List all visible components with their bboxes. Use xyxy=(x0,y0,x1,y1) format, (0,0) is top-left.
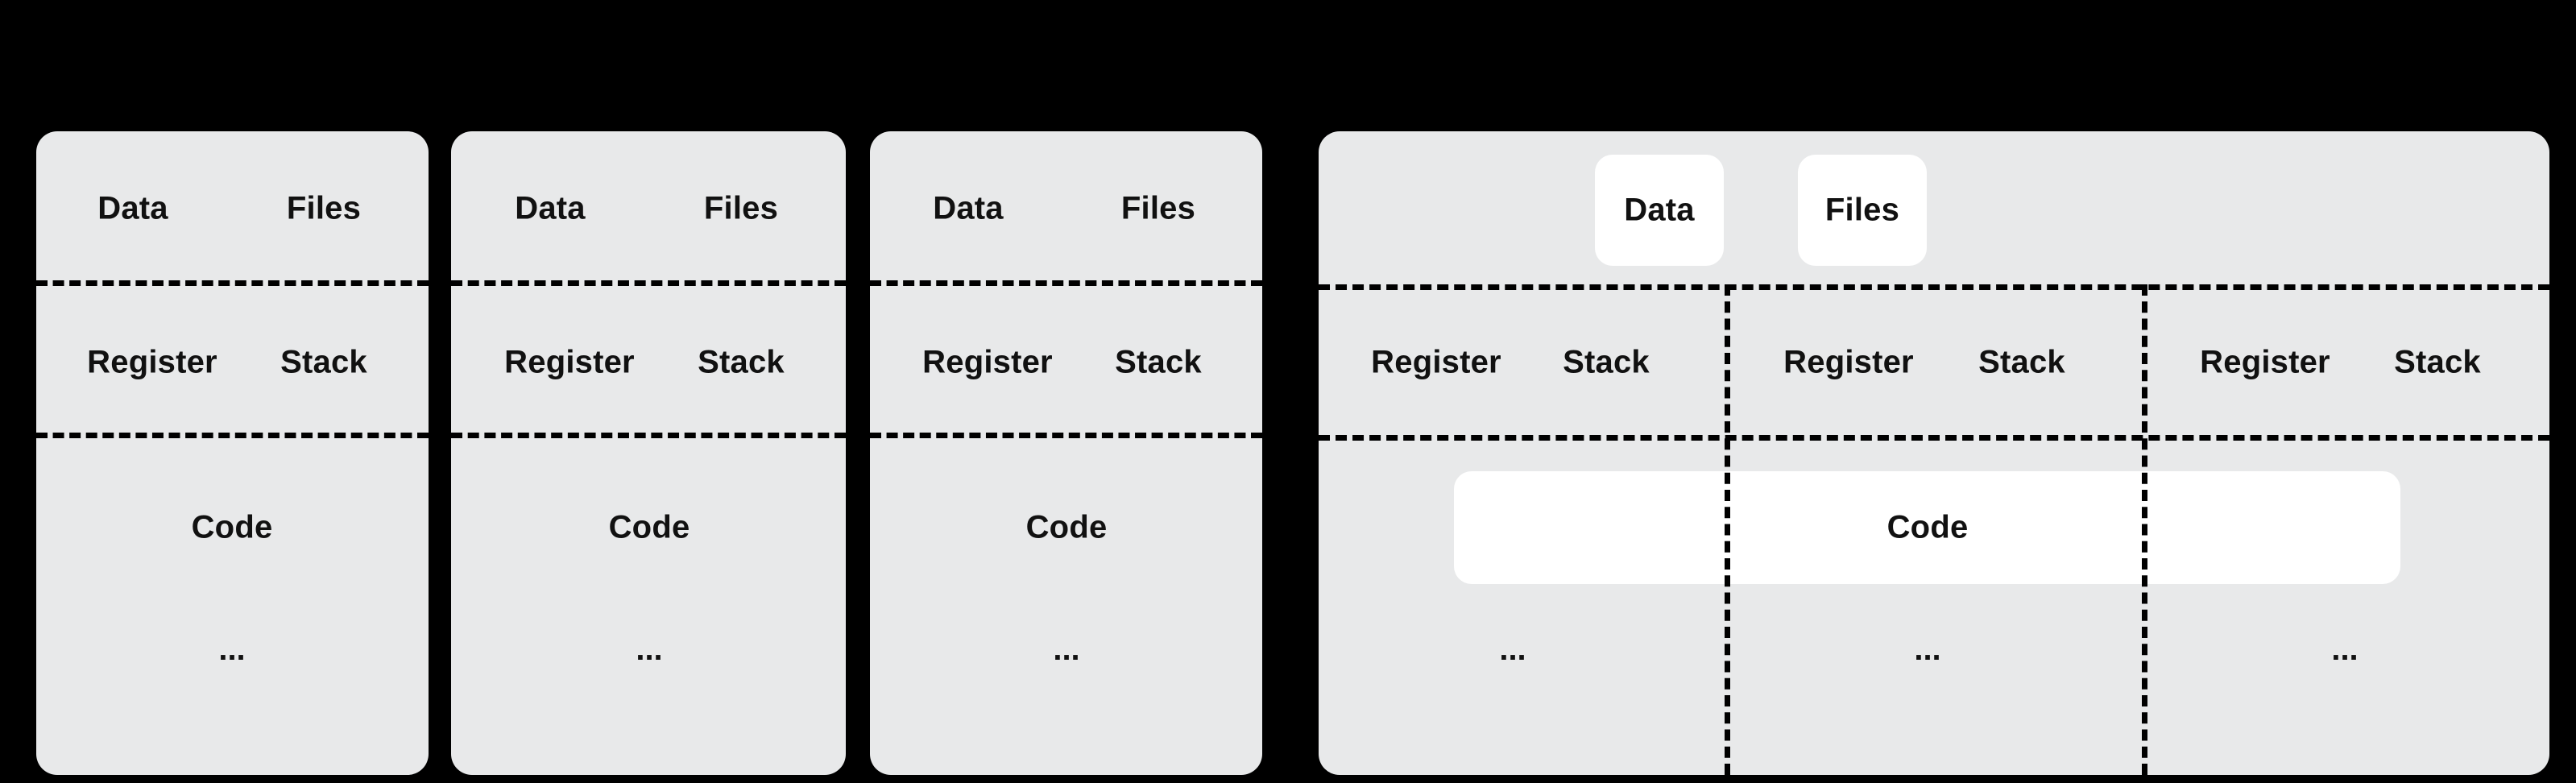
process-3-code-label: Code xyxy=(1025,509,1108,545)
multithreaded-files-label: Files xyxy=(1824,192,1900,228)
thread-2-register-label: Register xyxy=(1783,344,1914,380)
thread-3-ellipsis: ... xyxy=(2331,632,2359,667)
process-3-stack-label: Stack xyxy=(1115,344,1202,380)
process-2-stack-label: Stack xyxy=(698,344,785,380)
process-2-files-label: Files xyxy=(703,190,779,226)
process-card-multithreaded xyxy=(1319,131,2549,775)
data-segment-pill xyxy=(1595,155,1724,266)
process-card-3 xyxy=(870,131,1262,775)
process-2-code-label: Code xyxy=(608,509,690,545)
thread-separator-2 xyxy=(2142,284,2147,775)
process-1-code-label: Code xyxy=(191,509,273,545)
process-1-ellipsis: ... xyxy=(218,632,246,667)
process-2-divider-bottom xyxy=(451,433,846,438)
multithreaded-data-label: Data xyxy=(1624,192,1695,228)
process-2-divider-top xyxy=(451,280,846,286)
process-3-files-label: Files xyxy=(1120,190,1196,226)
process-3-register-label: Register xyxy=(922,344,1053,380)
process-1-divider-bottom xyxy=(36,433,429,438)
process-1-data-label: Data xyxy=(97,190,168,226)
multithreaded-divider-bottom xyxy=(1319,435,2549,441)
process-3-divider-bottom xyxy=(870,433,1262,438)
process-2-data-label: Data xyxy=(515,190,586,226)
multithreaded-code-label: Code xyxy=(1886,509,1969,545)
process-3-divider-top xyxy=(870,280,1262,286)
process-card-1 xyxy=(36,131,429,775)
thread-separator-1 xyxy=(1725,284,1730,775)
multithreaded-divider-top xyxy=(1319,284,2549,290)
process-1-files-label: Files xyxy=(286,190,362,226)
thread-3-register-label: Register xyxy=(2200,344,2330,380)
process-card-2 xyxy=(451,131,846,775)
process-3-data-label: Data xyxy=(933,190,1004,226)
process-1-stack-label: Stack xyxy=(280,344,367,380)
process-1-divider-top xyxy=(36,280,429,286)
process-3-ellipsis: ... xyxy=(1053,632,1080,667)
process-1-register-label: Register xyxy=(87,344,217,380)
thread-1-stack-label: Stack xyxy=(1563,344,1650,380)
thread-2-ellipsis: ... xyxy=(1914,632,1941,667)
process-2-register-label: Register xyxy=(504,344,635,380)
thread-1-register-label: Register xyxy=(1371,344,1501,380)
thread-1-ellipsis: ... xyxy=(1499,632,1526,667)
process-2-ellipsis: ... xyxy=(636,632,663,667)
files-segment-pill xyxy=(1798,155,1927,266)
thread-2-stack-label: Stack xyxy=(1978,344,2065,380)
thread-3-stack-label: Stack xyxy=(2394,344,2481,380)
code-segment-pill xyxy=(1454,471,2400,584)
